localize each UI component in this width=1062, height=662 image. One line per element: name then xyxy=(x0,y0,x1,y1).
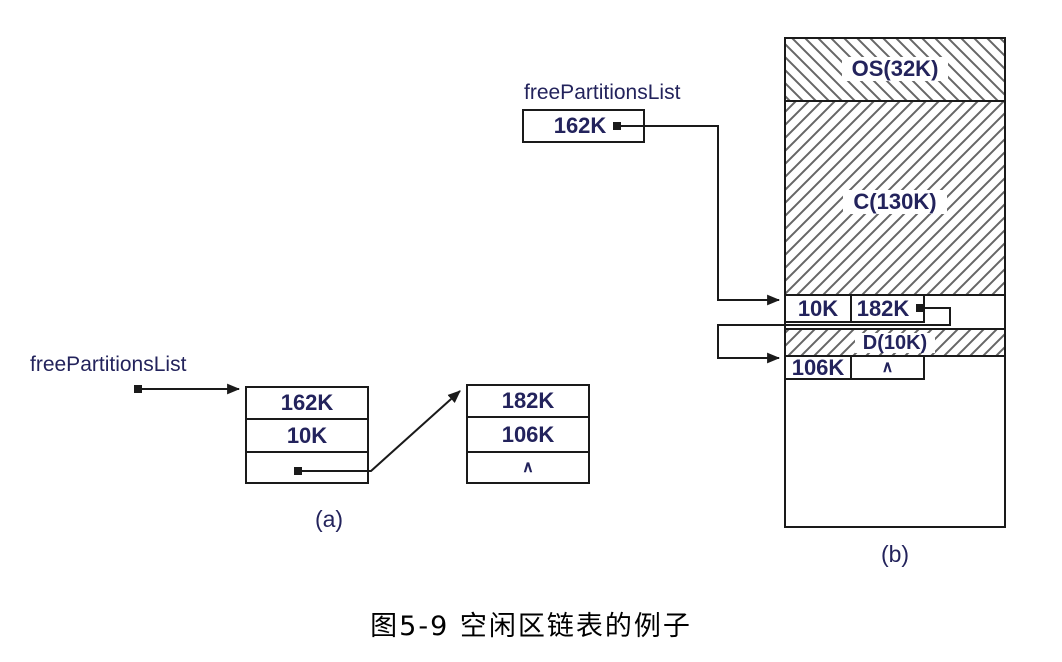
arrow-node1-to-node2 xyxy=(298,390,461,472)
free1-size-box xyxy=(784,294,852,323)
d-region-label: D(10K) xyxy=(785,329,1005,356)
free-partitions-list-label-a: freePartitionsList xyxy=(30,352,187,376)
node2-size-cell: 182K xyxy=(501,388,555,413)
free-partitions-list-label-b: freePartitionsList xyxy=(524,80,681,104)
figure-caption: 图5-9 空闲区链表的例子 xyxy=(370,611,692,642)
pointer-arrows xyxy=(134,122,951,475)
arrow-free1-to-free2 xyxy=(717,307,951,364)
free2-next-box xyxy=(850,355,925,380)
memory-column xyxy=(522,37,1006,528)
head-box-value: 162K xyxy=(553,113,607,138)
node1-size-cell: 162K xyxy=(280,390,334,415)
free1-next-box xyxy=(850,294,925,323)
node1-size2-cell: 10K xyxy=(286,422,328,448)
free2-next-value: ∧ xyxy=(881,358,894,376)
c-region-label: C(130K) xyxy=(785,186,1005,218)
list-nodes xyxy=(245,384,590,484)
part-a-label: (a) xyxy=(314,505,344,532)
part-b-label: (b) xyxy=(880,540,910,567)
memory-column-outline xyxy=(784,37,1006,528)
node2-size2-cell: 106K xyxy=(501,421,555,447)
free1-size-value: 10K xyxy=(797,295,839,321)
list-node-2-box xyxy=(466,384,590,484)
list-node-1-box xyxy=(245,386,369,484)
free2-size-value: 106K xyxy=(791,354,845,380)
node2-null-cell: ∧ xyxy=(522,458,534,476)
os-region-label: OS(32K) xyxy=(785,52,1005,86)
free1-next-value: 182K xyxy=(856,295,910,321)
arrow-head-to-free1 xyxy=(617,125,781,306)
